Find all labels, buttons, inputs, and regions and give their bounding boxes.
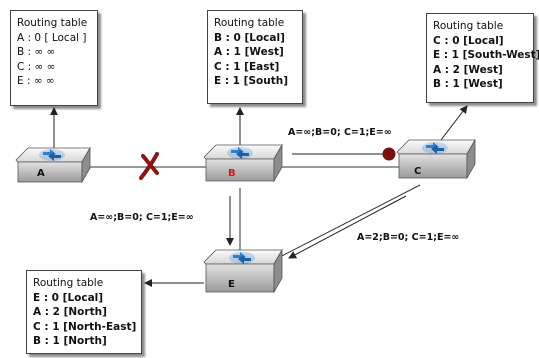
routing-entry: A : 0 [ Local ] (17, 31, 87, 44)
link-failure-mark (139, 152, 159, 180)
routing-table-title: Routing table (33, 277, 104, 289)
routing-entry: B : 1 [West] (433, 78, 503, 90)
routing-entry: C : 1 [East] (214, 60, 280, 73)
router-c[interactable] (396, 138, 476, 180)
routing-entry: B : ∞ ∞ (17, 46, 56, 58)
msg-dropped-dot (382, 147, 396, 161)
router-icon (422, 142, 448, 154)
routing-table-e: Routing table E : 0 [Local] A : 2 [North… (26, 270, 142, 354)
message-b-to-c: A=∞;B=0; C=1;E=∞ (288, 127, 392, 138)
routing-table-a: Routing table A : 0 [ Local ] B : ∞ ∞ C … (10, 10, 98, 106)
router-b[interactable] (203, 143, 283, 183)
routing-entry: E : 1 [South-West] (433, 49, 539, 61)
routing-entry: E : ∞ ∞ (17, 75, 55, 87)
routing-entry: A : 1 [West] (214, 46, 284, 58)
routing-table-title: Routing table (214, 17, 285, 29)
routing-entry: E : 1 [South] (214, 75, 288, 87)
routing-entry: E : 0 [Local] (33, 291, 104, 304)
msg-arrow-c-to-e (288, 195, 407, 259)
routing-table-title: Routing table (17, 17, 88, 29)
routing-entry: C : 0 [Local] (433, 34, 504, 47)
routing-table-c: Routing table C : 0 [Local] E : 1 [South… (426, 13, 539, 103)
routing-entry: A : 2 [West] (433, 63, 503, 76)
routing-table-title: Routing table (433, 20, 504, 32)
router-a-label: A (37, 168, 45, 179)
message-c-to-e: A=2;B=0; C=1;E=∞ (357, 232, 460, 243)
router-a[interactable] (15, 146, 91, 184)
router-icon (227, 147, 253, 159)
routing-entry: B : 1 [North] (33, 335, 107, 347)
router-icon (229, 252, 255, 264)
router-icon (39, 149, 65, 161)
routing-entry: B : 0 [Local] (214, 31, 285, 44)
router-c-label: C (414, 166, 422, 177)
router-e[interactable] (203, 248, 283, 294)
router-b-label: B (228, 168, 236, 179)
routing-table-b: Routing table B : 0 [Local] A : 1 [West]… (207, 10, 303, 104)
routing-entry: A : 2 [North] (33, 306, 107, 318)
routing-entry: C : ∞ ∞ (17, 60, 56, 73)
arrow-c-table (440, 105, 468, 141)
router-e-label: E (228, 279, 235, 290)
routing-entry: C : 1 [North-East] (33, 320, 137, 333)
link-c-e (269, 184, 421, 263)
message-b-to-e: A=∞;B=0; C=1;E=∞ (90, 212, 194, 223)
